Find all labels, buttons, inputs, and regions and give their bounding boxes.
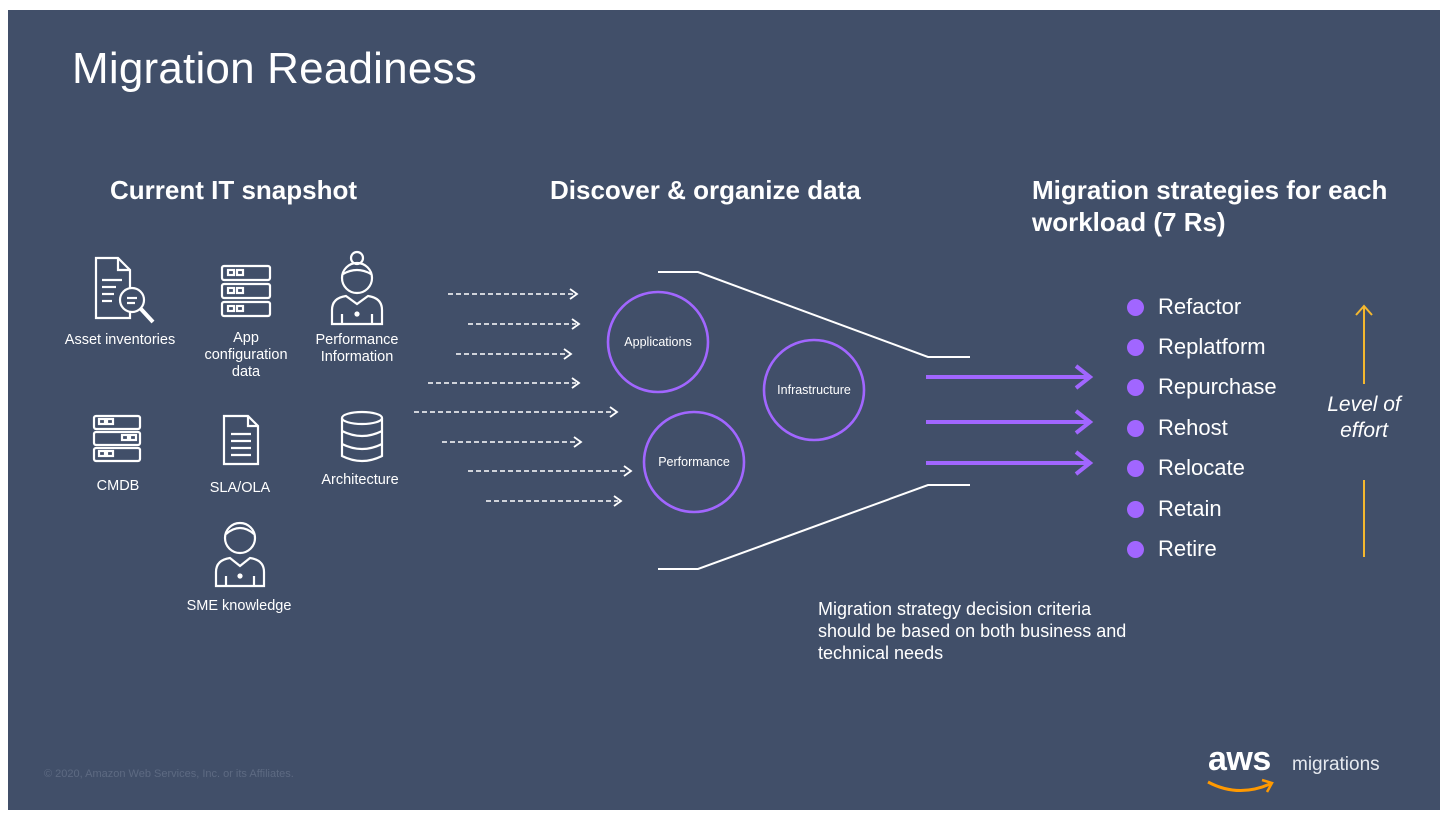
strategy-bullet bbox=[1127, 420, 1144, 437]
circle-performance bbox=[642, 410, 746, 514]
strategy-bullet bbox=[1127, 541, 1144, 558]
document-search-icon bbox=[92, 256, 162, 333]
snapshot-item-label: SME knowledge bbox=[186, 598, 292, 614]
strategy-arrows bbox=[926, 364, 1094, 476]
strategy-item-relocate: Relocate bbox=[1158, 455, 1245, 480]
snapshot-heading: Current IT snapshot bbox=[110, 175, 358, 205]
strategies-heading: Migration strategies for each workload (… bbox=[1032, 175, 1388, 237]
snapshot-item-label: Architecture bbox=[321, 472, 399, 488]
strategy-item-replatform: Replatform bbox=[1158, 334, 1266, 359]
strategy-item-retain: Retain bbox=[1158, 496, 1222, 521]
aws-migrations-text: migrations bbox=[1292, 754, 1380, 775]
strategy-item-retire: Retire bbox=[1158, 536, 1217, 561]
circle-infrastructure bbox=[762, 338, 866, 442]
circle-label-infrastructure: Infrastructure bbox=[777, 383, 851, 397]
strategy-bullet bbox=[1127, 299, 1144, 316]
server-stack-icon bbox=[220, 264, 272, 323]
strategy-item-repurchase: Repurchase bbox=[1158, 374, 1277, 399]
aws-smile-icon bbox=[1207, 778, 1274, 793]
server-stack-icon bbox=[92, 414, 142, 469]
flow-diagram bbox=[414, 271, 1373, 793]
strategy-item-rehost: Rehost bbox=[1158, 415, 1228, 440]
circles bbox=[606, 290, 866, 514]
snapshot-item-label: CMDB bbox=[96, 478, 140, 494]
snapshot-item-label: App configuration data bbox=[204, 330, 288, 380]
page-title: Migration Readiness bbox=[72, 44, 477, 93]
discover-heading: Discover & organize data bbox=[550, 175, 861, 205]
funnel-lines bbox=[658, 271, 970, 570]
circle-label-performance: Performance bbox=[658, 455, 730, 469]
strategy-item-refactor: Refactor bbox=[1158, 294, 1242, 319]
strategy-bullet bbox=[1127, 460, 1144, 477]
person-icon bbox=[328, 248, 386, 333]
strategy-bullet bbox=[1127, 379, 1144, 396]
database-icon bbox=[338, 410, 386, 469]
strategy-bullet bbox=[1127, 501, 1144, 518]
circle-label-applications: Applications bbox=[624, 335, 692, 349]
effort-label: Level of effort bbox=[1327, 393, 1401, 442]
copyright: © 2020, Amazon Web Services, Inc. or its… bbox=[44, 768, 294, 780]
slide: Migration Readiness Current IT snapshot … bbox=[8, 10, 1440, 810]
person-icon bbox=[212, 516, 268, 593]
circle-applications bbox=[606, 290, 710, 394]
dashed-arrow-heads bbox=[563, 288, 633, 507]
snapshot-item-label: SLA/OLA bbox=[209, 480, 271, 496]
effort-arrow bbox=[1355, 304, 1373, 557]
document-icon bbox=[222, 414, 262, 471]
strategy-bullet bbox=[1127, 339, 1144, 356]
aws-logo-text: aws bbox=[1208, 740, 1271, 778]
dashed-arrows bbox=[414, 293, 628, 502]
snapshot-item-label: Performance Information bbox=[315, 332, 399, 365]
snapshot-item-label: Asset inventories bbox=[64, 332, 176, 348]
decision-note: Migration strategy decision criteria sho… bbox=[818, 599, 1127, 663]
